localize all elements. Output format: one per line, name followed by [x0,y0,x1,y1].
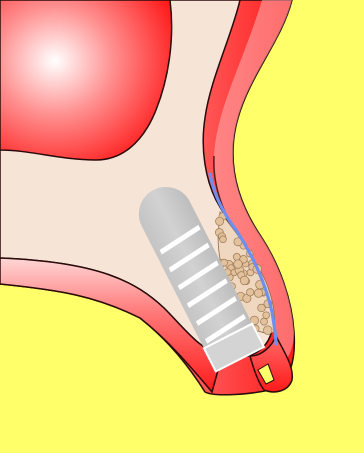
graft-granule [233,253,240,260]
graft-granule [234,260,243,269]
graft-granule [216,217,224,225]
graft-granule [263,312,270,319]
graft-granule [258,304,266,312]
graft-granule [240,276,249,285]
graft-granule [264,326,273,335]
graft-granule [254,289,262,297]
graft-granule [220,236,227,243]
graft-granule [247,289,254,296]
graft-granule [261,318,268,325]
